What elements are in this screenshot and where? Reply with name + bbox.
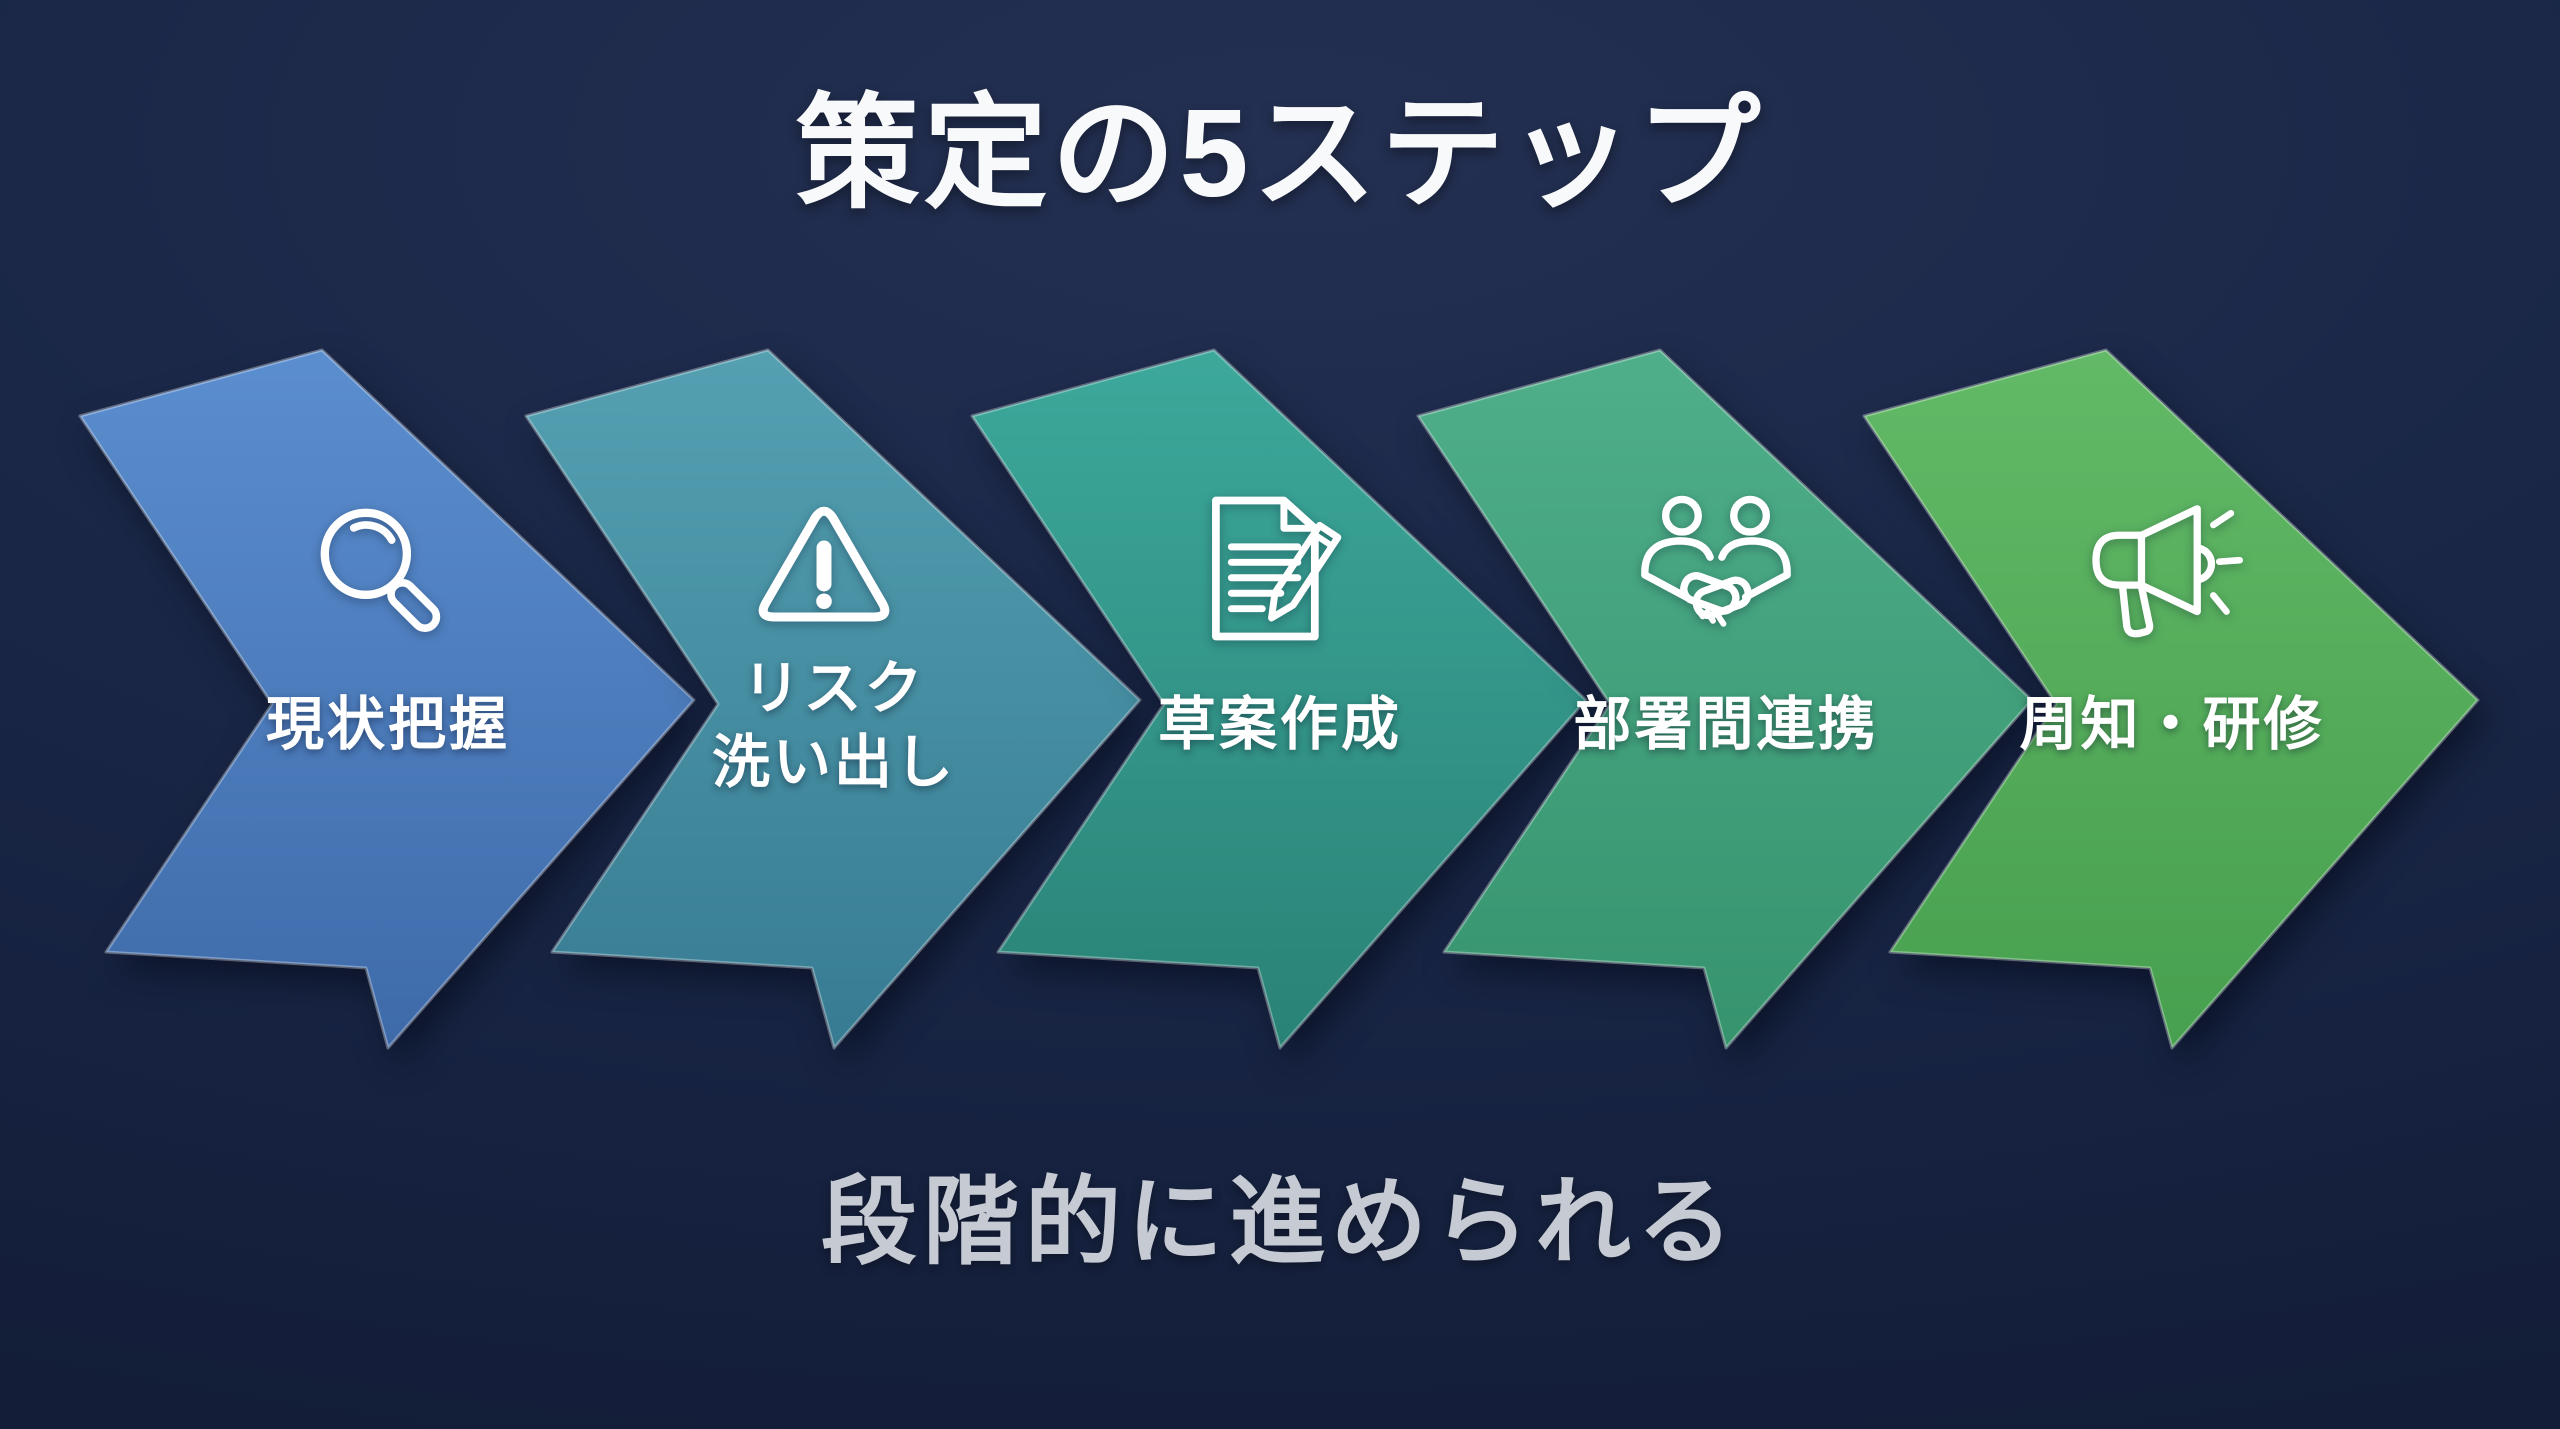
step-arrow-1: 現状把握: [78, 348, 698, 1054]
step-arrow-2: リスク 洗い出し: [524, 348, 1144, 1054]
step-label: 草案作成: [980, 688, 1580, 762]
step-label: リスク 洗い出し: [534, 652, 1134, 800]
chevron-shape: [970, 348, 1588, 1050]
step-label: 現状把握: [88, 688, 688, 762]
step-label-line: 周知・研修: [2019, 692, 2325, 757]
step-label-line: 現状把握: [265, 692, 510, 757]
chevron-shape: [78, 348, 696, 1050]
warning-triangle-icon: [734, 486, 914, 651]
chevron-shape: [1862, 348, 2480, 1050]
step-label: 周知・研修: [1872, 688, 2472, 762]
page-title: 策定の5ステップ: [795, 85, 1765, 223]
document-pencil-icon: [1180, 486, 1360, 651]
chevron-shape: [524, 348, 1142, 1050]
handshake-icon: [1626, 486, 1806, 651]
bottom-caption: 段階的に進められる: [821, 1169, 1739, 1276]
step-arrow-4: 部署間連携: [1416, 348, 2036, 1054]
step-label: 部署間連携: [1426, 688, 2026, 762]
step-arrow-3: 草案作成: [970, 348, 1590, 1054]
chevron-shape: [1416, 348, 2034, 1050]
step-label-line: 洗い出し: [711, 730, 956, 795]
step-label-line: 草案作成: [1157, 692, 1402, 757]
step-label-line: 部署間連携: [1573, 692, 1879, 757]
search-icon: [288, 486, 468, 651]
step-arrow-5: 周知・研修: [1862, 348, 2482, 1054]
step-label-line: リスク: [742, 656, 926, 721]
megaphone-icon: [2072, 486, 2252, 651]
